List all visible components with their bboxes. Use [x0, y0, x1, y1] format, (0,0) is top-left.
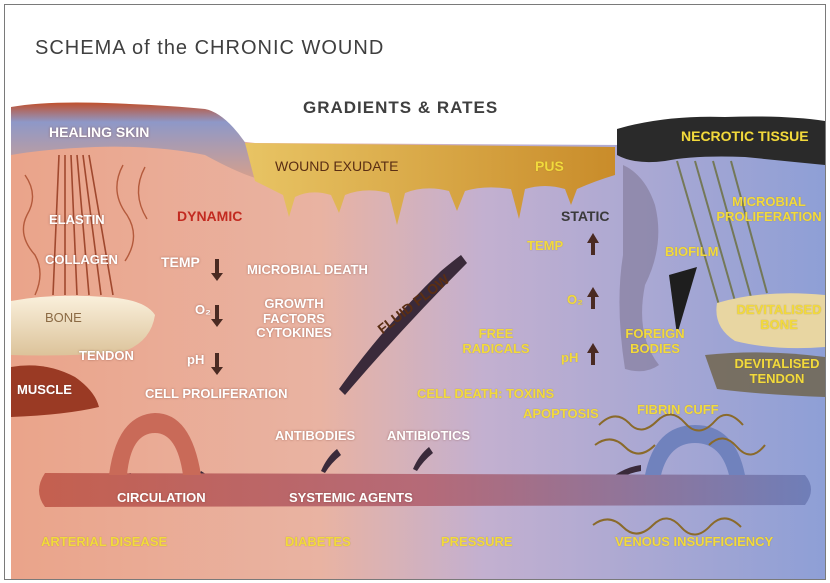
label-static: STATIC: [561, 209, 609, 223]
label-antibodies: ANTIBODIES: [275, 429, 355, 442]
label-apoptosis: APOPTOSIS: [523, 407, 599, 420]
label-cell-death: CELL DEATH: TOXINS: [417, 387, 554, 400]
label-tendon: TENDON: [79, 349, 134, 362]
bone-shape: [11, 296, 155, 356]
label-ph-dynamic: pH: [187, 353, 204, 366]
label-systemic-agents: SYSTEMIC AGENTS: [289, 491, 413, 504]
label-muscle: MUSCLE: [17, 383, 72, 396]
label-microbial-proliferation: MICROBIAL PROLIFERATION: [709, 195, 826, 224]
label-growth-factors: GROWTH FACTORS CYTOKINES: [239, 297, 349, 341]
diagram-subtitle: GRADIENTS & RATES: [303, 98, 498, 118]
label-foreign-bodies: FOREIGN BODIES: [615, 327, 695, 356]
label-o2-dynamic: O₂: [195, 303, 211, 316]
label-dynamic: DYNAMIC: [177, 209, 242, 223]
label-elastin: ELASTIN: [49, 213, 105, 226]
label-cell-proliferation: CELL PROLIFERATION: [145, 387, 288, 400]
label-bone: BONE: [45, 311, 82, 324]
diagram-frame: SCHEMA of the CHRONIC WOUND GRADIENTS & …: [4, 4, 826, 580]
label-free-radicals: FREE RADICALS: [453, 327, 539, 356]
label-diabetes: DIABETES: [285, 535, 351, 548]
label-fibrin-cuff: FIBRIN CUFF: [637, 403, 719, 416]
label-circulation: CIRCULATION: [117, 491, 206, 504]
label-antibiotics: ANTIBIOTICS: [387, 429, 470, 442]
label-o2-static: O₂: [567, 293, 583, 306]
label-healing-skin: HEALING SKIN: [49, 125, 149, 139]
label-ph-static: pH: [561, 351, 578, 364]
label-collagen: COLLAGEN: [45, 253, 118, 266]
label-temp-static: TEMP: [527, 239, 563, 252]
label-pressure: PRESSURE: [441, 535, 513, 548]
label-arterial-disease: ARTERIAL DISEASE: [41, 535, 167, 548]
label-temp-dynamic: TEMP: [161, 255, 200, 269]
label-devitalised-bone: DEVITALISED BONE: [733, 303, 825, 332]
label-pus: PUS: [535, 159, 564, 173]
label-wound-exudate: WOUND EXUDATE: [275, 159, 398, 173]
label-devitalised-tendon: DEVITALISED TENDON: [729, 357, 825, 386]
label-necrotic-tissue: NECROTIC TISSUE: [681, 129, 809, 143]
label-microbial-death: MICROBIAL DEATH: [247, 263, 368, 276]
label-biofilm: BIOFILM: [665, 245, 718, 258]
diagram-title: SCHEMA of the CHRONIC WOUND: [35, 37, 384, 60]
label-venous-insufficiency: VENOUS INSUFFICIENCY: [615, 535, 773, 548]
